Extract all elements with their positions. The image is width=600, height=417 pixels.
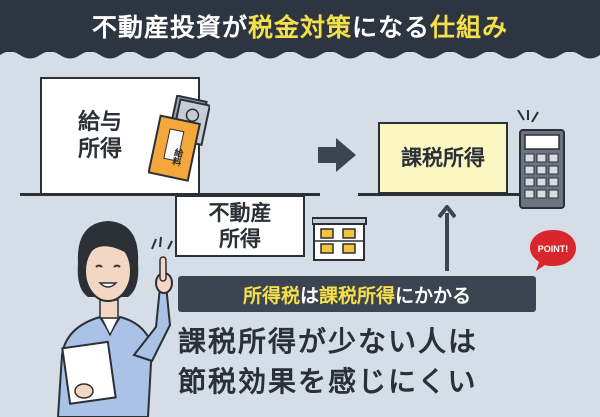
apartment-building-icon	[312, 217, 367, 261]
arrow-up-icon	[438, 205, 456, 271]
income-tax-callout: 所得税は課税所得にかかる	[178, 276, 536, 312]
envelope-label: 給料	[169, 146, 183, 168]
person-pointing-illustration	[56, 221, 173, 417]
realestate-label-line2: 所得	[219, 227, 261, 251]
point-badge: POINT!	[530, 230, 576, 271]
callout-part4: にかかる	[395, 284, 472, 307]
realestate-label-line1: 不動産	[208, 200, 272, 225]
salary-label-line1: 給与	[77, 109, 122, 135]
title-part3: になる	[352, 13, 431, 42]
taxable-income-box: 課税所得	[378, 122, 508, 194]
taxable-label: 課税所得	[401, 145, 485, 170]
realestate-income-box: 不動産 所得	[175, 195, 305, 257]
callout-part1: 所得税	[242, 284, 300, 307]
conclusion-line2: 節税効果を感じにくい	[178, 365, 478, 398]
title-part1: 不動産投資が	[91, 13, 248, 42]
header-wave-divider	[0, 52, 600, 59]
title-part2: 税金対策	[247, 13, 352, 42]
calculator-icon	[517, 110, 565, 209]
arrow-right-icon	[318, 138, 356, 172]
point-badge-label: POINT!	[538, 244, 569, 254]
page-title: 不動産投資が税金対策になる仕組み	[0, 0, 600, 52]
callout-part2: は	[299, 284, 319, 307]
title-part4: 仕組み	[430, 13, 509, 42]
baseline-right	[358, 193, 523, 196]
conclusion-line1: 課税所得が少ない人は	[178, 325, 479, 358]
salary-envelope-icon: 給料	[148, 95, 210, 182]
callout-part3: 課税所得	[319, 284, 396, 307]
salary-label-line2: 所得	[77, 137, 122, 162]
